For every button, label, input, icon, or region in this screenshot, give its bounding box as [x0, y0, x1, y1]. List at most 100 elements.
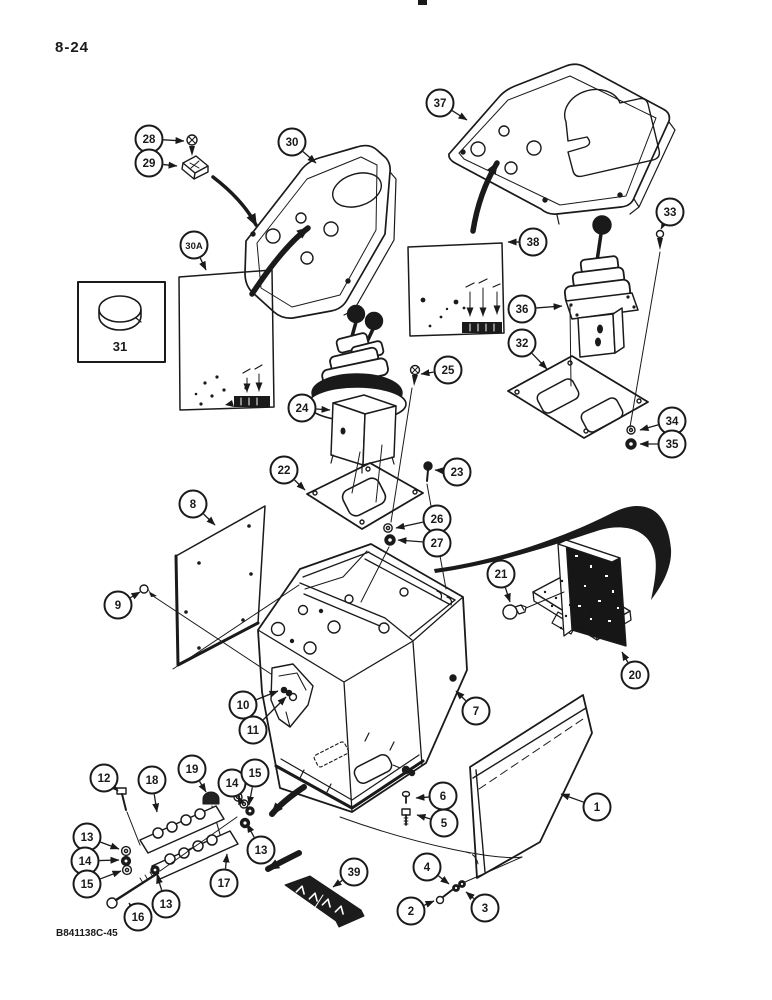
svg-text:1: 1	[594, 802, 601, 814]
svg-text:32: 32	[516, 338, 529, 350]
callout-13: 13	[151, 874, 181, 919]
callout-32: 32	[507, 328, 548, 370]
svg-text:38: 38	[527, 237, 540, 249]
svg-text:30A: 30A	[185, 241, 203, 252]
bolt-5	[401, 808, 411, 826]
svg-text:7: 7	[473, 706, 479, 718]
callout-33: 33	[655, 197, 685, 230]
part-32-gasket-plate	[507, 355, 649, 439]
callout-27: 27	[397, 528, 452, 558]
cropped-header-mark	[418, 0, 427, 5]
svg-text:15: 15	[81, 879, 94, 891]
callout-23: 23	[434, 457, 472, 487]
callout-leader-9	[130, 591, 141, 600]
page-number: 8-24	[55, 39, 89, 56]
callout-34: 34	[639, 406, 687, 436]
assembly-arrows	[211, 160, 672, 872]
callout-29: 29	[134, 148, 178, 178]
screw-33	[629, 229, 665, 428]
callout-leader-37	[451, 110, 468, 121]
callout-30: 30	[277, 127, 317, 164]
part-20-pad-bracket	[532, 539, 632, 647]
callout-13: 13	[72, 822, 120, 852]
svg-text:20: 20	[629, 670, 642, 682]
svg-text:37: 37	[434, 98, 447, 110]
callout-31: 31	[113, 339, 127, 354]
screw-6	[401, 790, 411, 804]
callout-17: 17	[209, 853, 239, 898]
svg-text:26: 26	[431, 514, 444, 526]
screw-28	[186, 134, 198, 156]
callout-38: 38	[507, 227, 548, 257]
callout-9: 9	[103, 590, 141, 620]
callout-leader-33	[660, 219, 669, 230]
callout-leader-15	[100, 870, 122, 880]
callout-leader-28	[163, 137, 185, 145]
callout-3: 3	[465, 891, 500, 923]
callout-leader-2	[424, 900, 435, 908]
part-37-cover-panel	[448, 63, 676, 225]
callout-22: 22	[269, 455, 306, 491]
part-39-decal-strip	[284, 875, 365, 928]
callout-leader-4	[438, 875, 450, 885]
callout-leader-13	[100, 841, 120, 850]
svg-text:35: 35	[666, 439, 679, 451]
callout-16: 16	[123, 902, 153, 932]
part-30a-decal-panel	[178, 269, 275, 411]
callout-19: 19	[177, 754, 207, 793]
callout-leader-6	[415, 793, 429, 801]
part-31-plug-inset	[77, 281, 166, 363]
callout-4: 4	[412, 852, 450, 885]
svg-text:14: 14	[79, 856, 92, 868]
part-30-cover-panel	[244, 144, 397, 319]
callout-leader-8	[203, 513, 216, 526]
callout-leader-39	[332, 879, 343, 888]
leader-base-to-fasteners	[339, 816, 523, 859]
svg-text:16: 16	[132, 912, 145, 924]
callout-leader-32	[531, 353, 548, 370]
callout-leader-21	[504, 587, 511, 603]
part-36-joystick-valve	[563, 215, 639, 387]
clamp-assembly	[106, 787, 255, 909]
callout-leader-11	[262, 696, 287, 721]
callout-leader-7	[455, 690, 467, 702]
callout-leader-27	[397, 537, 423, 545]
svg-text:8: 8	[190, 499, 197, 511]
callout-leader-22	[294, 479, 306, 491]
callout-leader-20	[621, 651, 630, 663]
svg-text:21: 21	[495, 569, 508, 581]
svg-text:11: 11	[247, 725, 260, 737]
bulb-21	[502, 591, 565, 620]
part-38-decal-panel	[407, 242, 505, 337]
callout-15: 15	[72, 869, 122, 899]
callout-leader-29	[163, 161, 178, 169]
svg-text:15: 15	[249, 768, 262, 780]
svg-text:2: 2	[408, 906, 414, 918]
callout-leader-26	[395, 521, 423, 530]
callout-1: 1	[560, 792, 612, 822]
callout-leader-36	[536, 303, 563, 311]
callout-11: 11	[238, 696, 287, 745]
callout-12: 12	[89, 763, 119, 793]
callout-36: 36	[507, 294, 563, 324]
callout-18: 18	[137, 765, 167, 813]
part-24-joystick-valve	[307, 304, 407, 474]
callout-leader-3	[465, 891, 475, 901]
svg-text:9: 9	[115, 600, 121, 612]
callout-25: 25	[420, 355, 463, 385]
svg-text:10: 10	[237, 700, 250, 712]
svg-text:19: 19	[186, 764, 199, 776]
svg-text:28: 28	[143, 134, 156, 146]
callout-leader-16	[128, 902, 137, 913]
callout-39: 39	[332, 857, 369, 888]
callout-leader-14	[99, 856, 120, 864]
callout-leader-19	[198, 781, 207, 793]
callout-leader-34	[639, 424, 659, 432]
screw-25	[390, 364, 421, 523]
part-22-gasket-plate	[306, 444, 424, 530]
svg-text:39: 39	[348, 867, 361, 879]
callout-26: 26	[395, 504, 452, 534]
callout-14: 14	[70, 846, 120, 876]
